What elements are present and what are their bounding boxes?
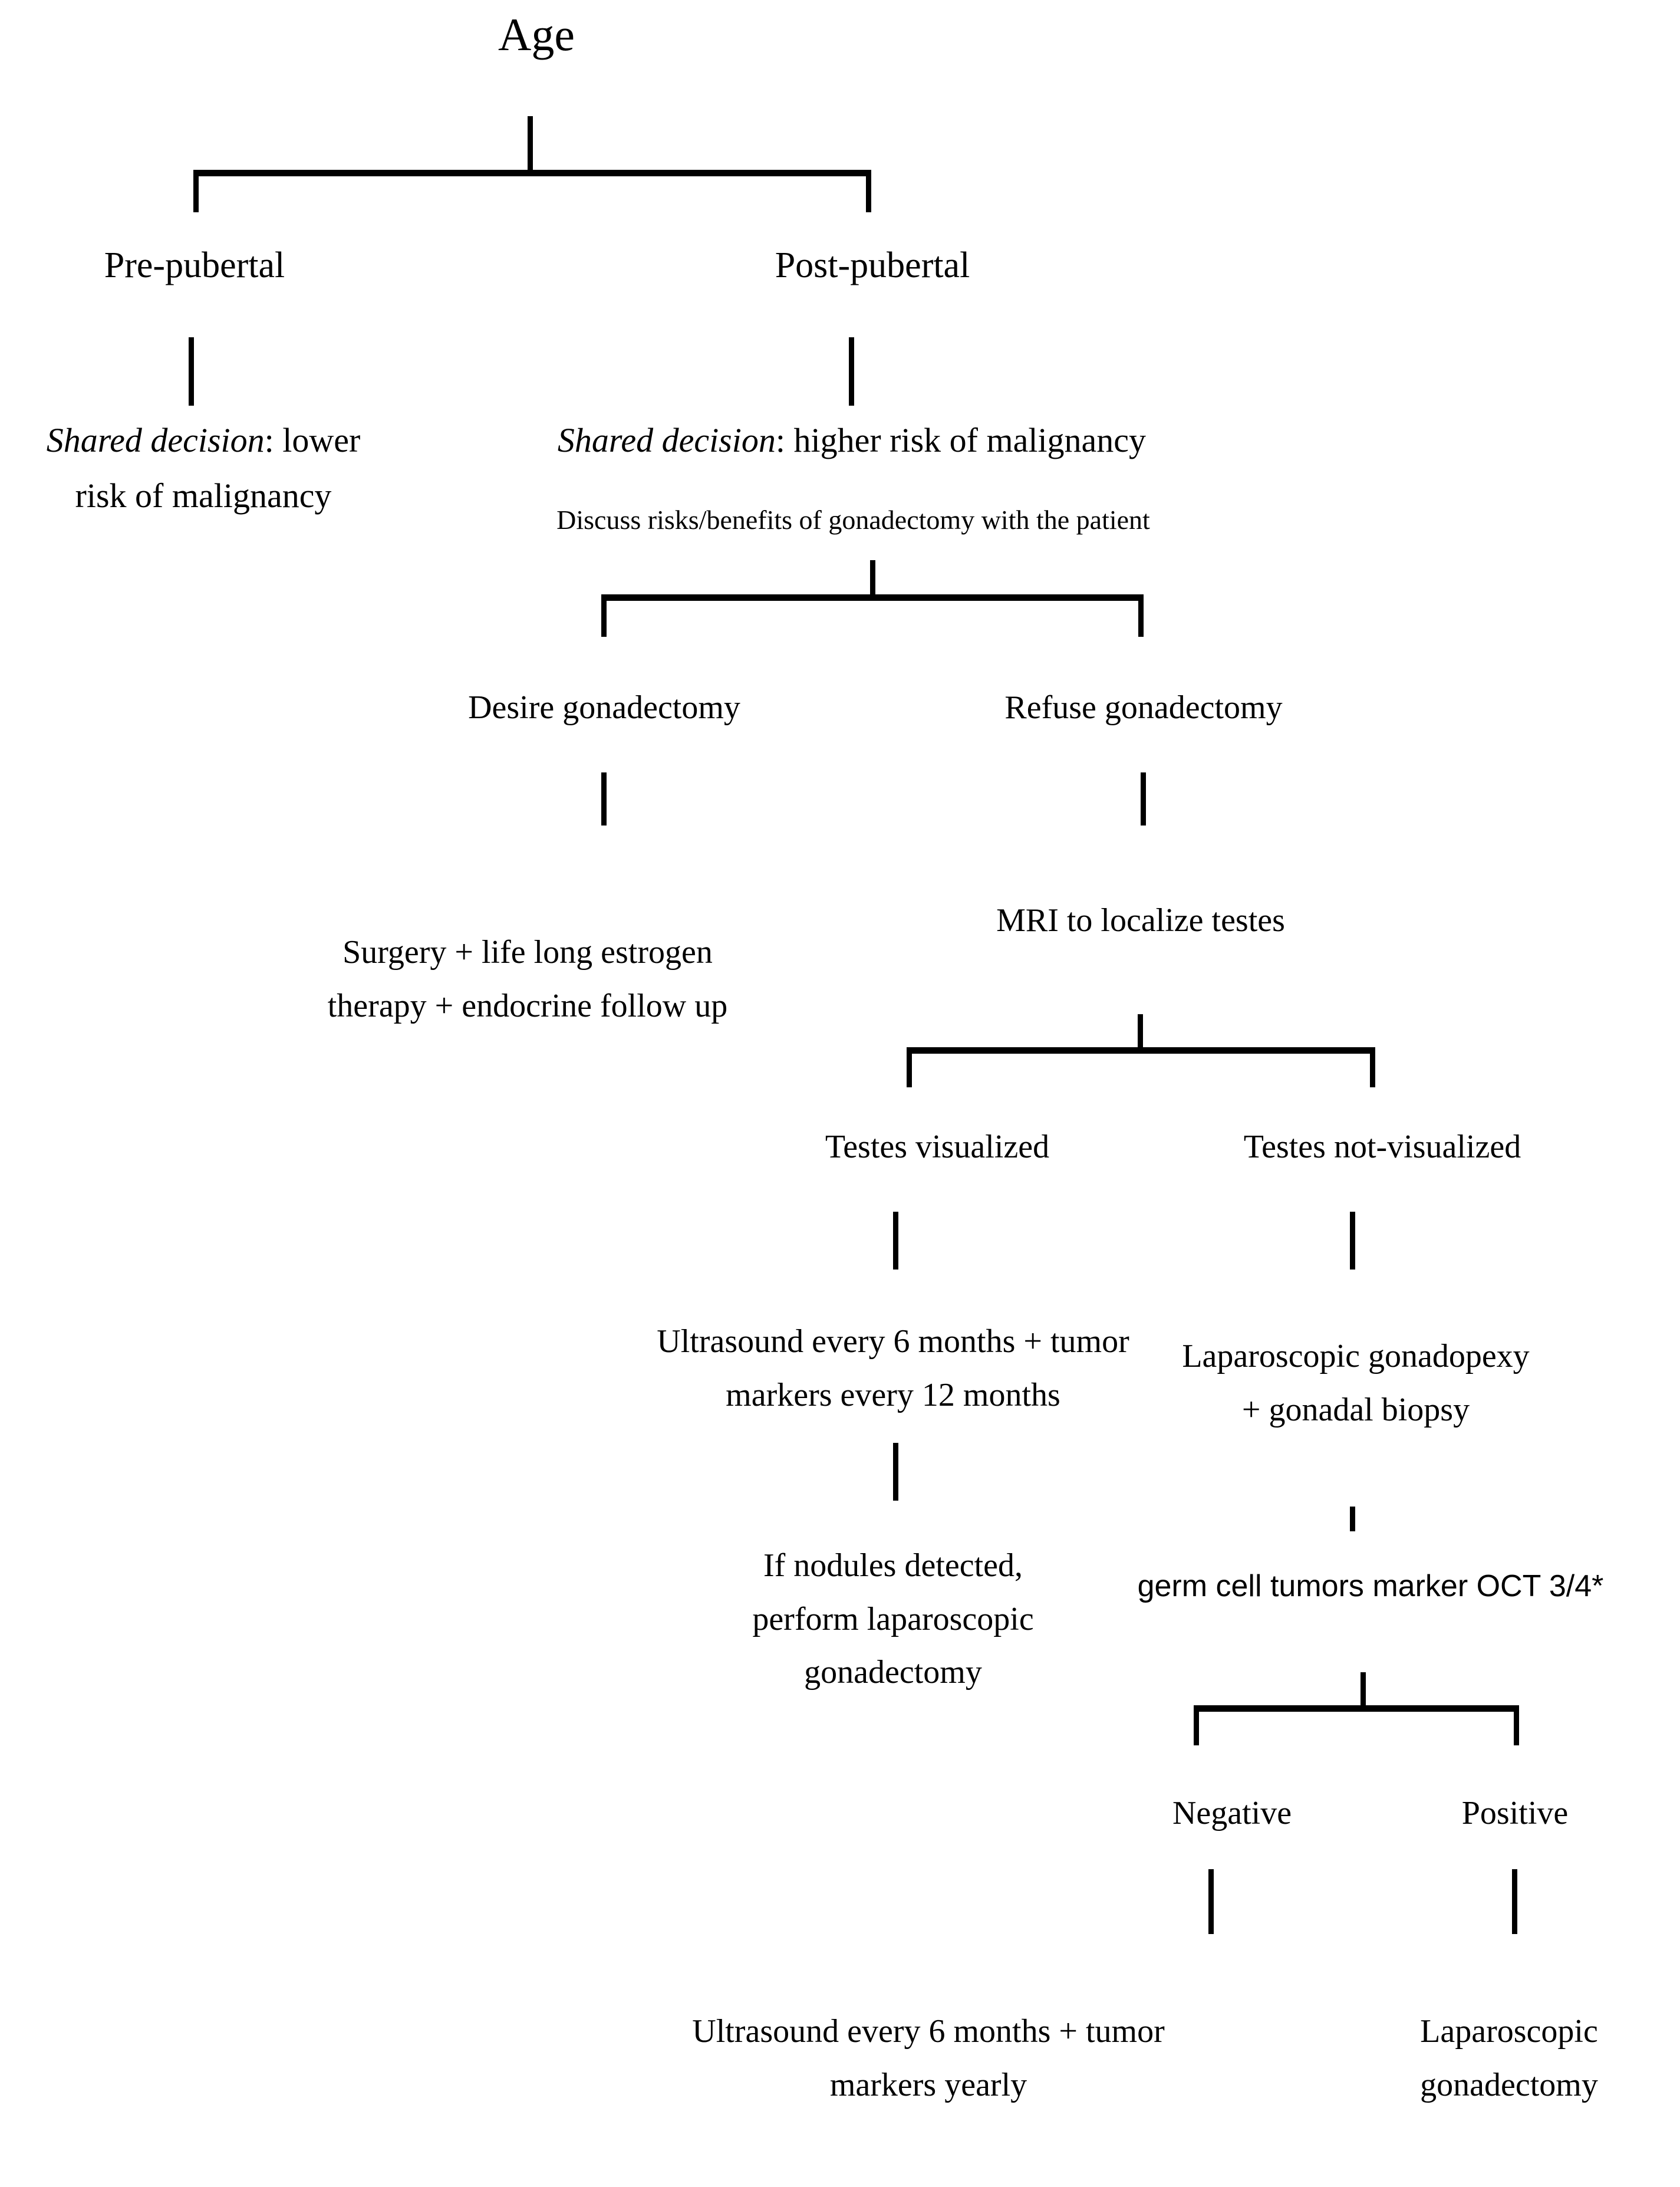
node-laparoscopic-gonadopexy-line1: Laparoscopic gonadopexy xyxy=(1182,1338,1530,1374)
node-age-label: Age xyxy=(498,9,575,60)
node-result-negative-label: Negative xyxy=(1172,1795,1292,1831)
node-pre-pubertal-label: Pre-pubertal xyxy=(104,245,285,285)
node-ultrasound-surveillance-a-line1: Ultrasound every 6 months + tumor xyxy=(657,1323,1129,1360)
node-laparoscopic-gonadectomy-line2: gonadectomy xyxy=(1420,2066,1598,2103)
node-shared-decision-left: Shared decision: lower risk of malignanc… xyxy=(0,413,407,524)
node-mri-localize-testes: MRI to localize testes xyxy=(920,894,1362,948)
node-shared-decision-left-emphasis: Shared decision xyxy=(46,421,265,459)
bracket-leg-left xyxy=(193,170,199,212)
node-result-negative: Negative xyxy=(1102,1787,1362,1840)
node-oct-marker: germ cell tumors marker OCT 3/4* xyxy=(1079,1561,1662,1611)
node-if-nodules-detected: If nodules detected, perform laparoscopi… xyxy=(560,1539,1226,1699)
node-if-nodules-detected-line2: perform laparoscopic xyxy=(752,1600,1034,1637)
bracket-leg-left xyxy=(601,594,607,637)
bracket-testes-visualization xyxy=(907,1047,1375,1087)
node-ultrasound-surveillance-b-line1: Ultrasound every 6 months + tumor xyxy=(692,2013,1165,2050)
connector-discuss-stem xyxy=(870,560,875,598)
node-mri-localize-testes-label: MRI to localize testes xyxy=(996,902,1285,939)
node-shared-decision-right: Shared decision: higher risk of malignan… xyxy=(531,413,1173,468)
bracket-desire-refuse xyxy=(601,594,1144,637)
node-post-pubertal: Post-pubertal xyxy=(690,236,1055,295)
node-if-nodules-detected-line1: If nodules detected, xyxy=(763,1547,1023,1584)
node-desire-gonadectomy-label: Desire gonadectomy xyxy=(468,689,740,726)
bracket-top-bar xyxy=(193,170,871,176)
node-discuss-risks-benefits-label: Discuss risks/benefits of gonadectomy wi… xyxy=(556,505,1150,535)
node-shared-decision-left-line2: risk of malignancy xyxy=(75,476,332,515)
bracket-leg-left xyxy=(907,1047,912,1087)
node-testes-visualized-label: Testes visualized xyxy=(825,1129,1050,1165)
node-ultrasound-surveillance-b-line2: markers yearly xyxy=(829,2066,1027,2103)
bracket-leg-right xyxy=(866,170,871,212)
bracket-leg-right xyxy=(1370,1047,1375,1087)
connector-refuse-stem xyxy=(1141,772,1146,826)
node-shared-decision-left-rest: : lower xyxy=(264,421,361,459)
connector-oct-marker-stem xyxy=(1361,1672,1366,1709)
bracket-top-bar xyxy=(907,1047,1375,1054)
node-surgery-estrogen-therapy: Surgery + life long estrogen therapy + e… xyxy=(248,926,808,1032)
connector-mri-stem xyxy=(1138,1014,1143,1051)
node-laparoscopic-gonadectomy: Laparoscopic gonadectomy xyxy=(1338,2005,1680,2112)
node-laparoscopic-gonadopexy-line2: + gonadal biopsy xyxy=(1241,1391,1470,1428)
node-ultrasound-surveillance-b: Ultrasound every 6 months + tumor marker… xyxy=(625,2005,1232,2112)
node-testes-not-visualized-label: Testes not-visualized xyxy=(1243,1129,1521,1165)
bracket-top-bar xyxy=(1194,1705,1519,1712)
node-ultrasound-surveillance-a: Ultrasound every 6 months + tumor marker… xyxy=(504,1315,1282,1422)
connector-negative-stem xyxy=(1208,1869,1214,1934)
node-testes-not-visualized: Testes not-visualized xyxy=(1164,1120,1600,1174)
node-pre-pubertal: Pre-pubertal xyxy=(24,236,365,295)
connector-age-stem xyxy=(528,116,533,174)
node-ultrasound-surveillance-a-line2: markers every 12 months xyxy=(726,1376,1060,1413)
connector-post-pubertal-stem xyxy=(849,337,854,406)
bracket-leg-right xyxy=(1138,594,1144,637)
bracket-age-split xyxy=(193,170,871,212)
node-result-positive: Positive xyxy=(1388,1787,1642,1840)
node-age: Age xyxy=(77,0,996,72)
node-refuse-gonadectomy-label: Refuse gonadectomy xyxy=(1004,689,1283,726)
node-discuss-risks-benefits: Discuss risks/benefits of gonadectomy wi… xyxy=(507,498,1200,542)
connector-testes-not-visualized-stem xyxy=(1350,1212,1355,1270)
node-shared-decision-right-emphasis: Shared decision xyxy=(557,421,776,459)
node-surgery-estrogen-therapy-line2: therapy + endocrine follow up xyxy=(327,987,728,1024)
connector-pre-pubertal-stem xyxy=(189,337,194,406)
bracket-leg-right xyxy=(1514,1705,1519,1745)
connector-testes-visualized-stem xyxy=(893,1212,898,1270)
node-desire-gonadectomy: Desire gonadectomy xyxy=(413,681,796,735)
bracket-oct-result xyxy=(1194,1705,1519,1745)
node-testes-visualized: Testes visualized xyxy=(737,1120,1138,1174)
connector-gonadopexy-stem xyxy=(1350,1507,1355,1531)
node-post-pubertal-label: Post-pubertal xyxy=(775,245,970,285)
node-shared-decision-right-rest: : higher risk of malignancy xyxy=(775,421,1147,459)
node-laparoscopic-gonadopexy: Laparoscopic gonadopexy + gonadal biopsy xyxy=(1138,1330,1574,1436)
connector-desire-stem xyxy=(601,772,607,826)
node-surgery-estrogen-therapy-line1: Surgery + life long estrogen xyxy=(342,934,713,971)
connector-positive-stem xyxy=(1512,1869,1517,1934)
node-if-nodules-detected-line3: gonadectomy xyxy=(804,1654,982,1691)
node-refuse-gonadectomy: Refuse gonadectomy xyxy=(952,681,1335,735)
bracket-top-bar xyxy=(601,594,1144,601)
connector-ultrasound-a-stem xyxy=(893,1443,898,1501)
node-laparoscopic-gonadectomy-line1: Laparoscopic xyxy=(1420,2013,1598,2050)
node-oct-marker-label: germ cell tumors marker OCT 3/4* xyxy=(1137,1569,1604,1603)
node-result-positive-label: Positive xyxy=(1461,1795,1569,1831)
bracket-leg-left xyxy=(1194,1705,1199,1745)
